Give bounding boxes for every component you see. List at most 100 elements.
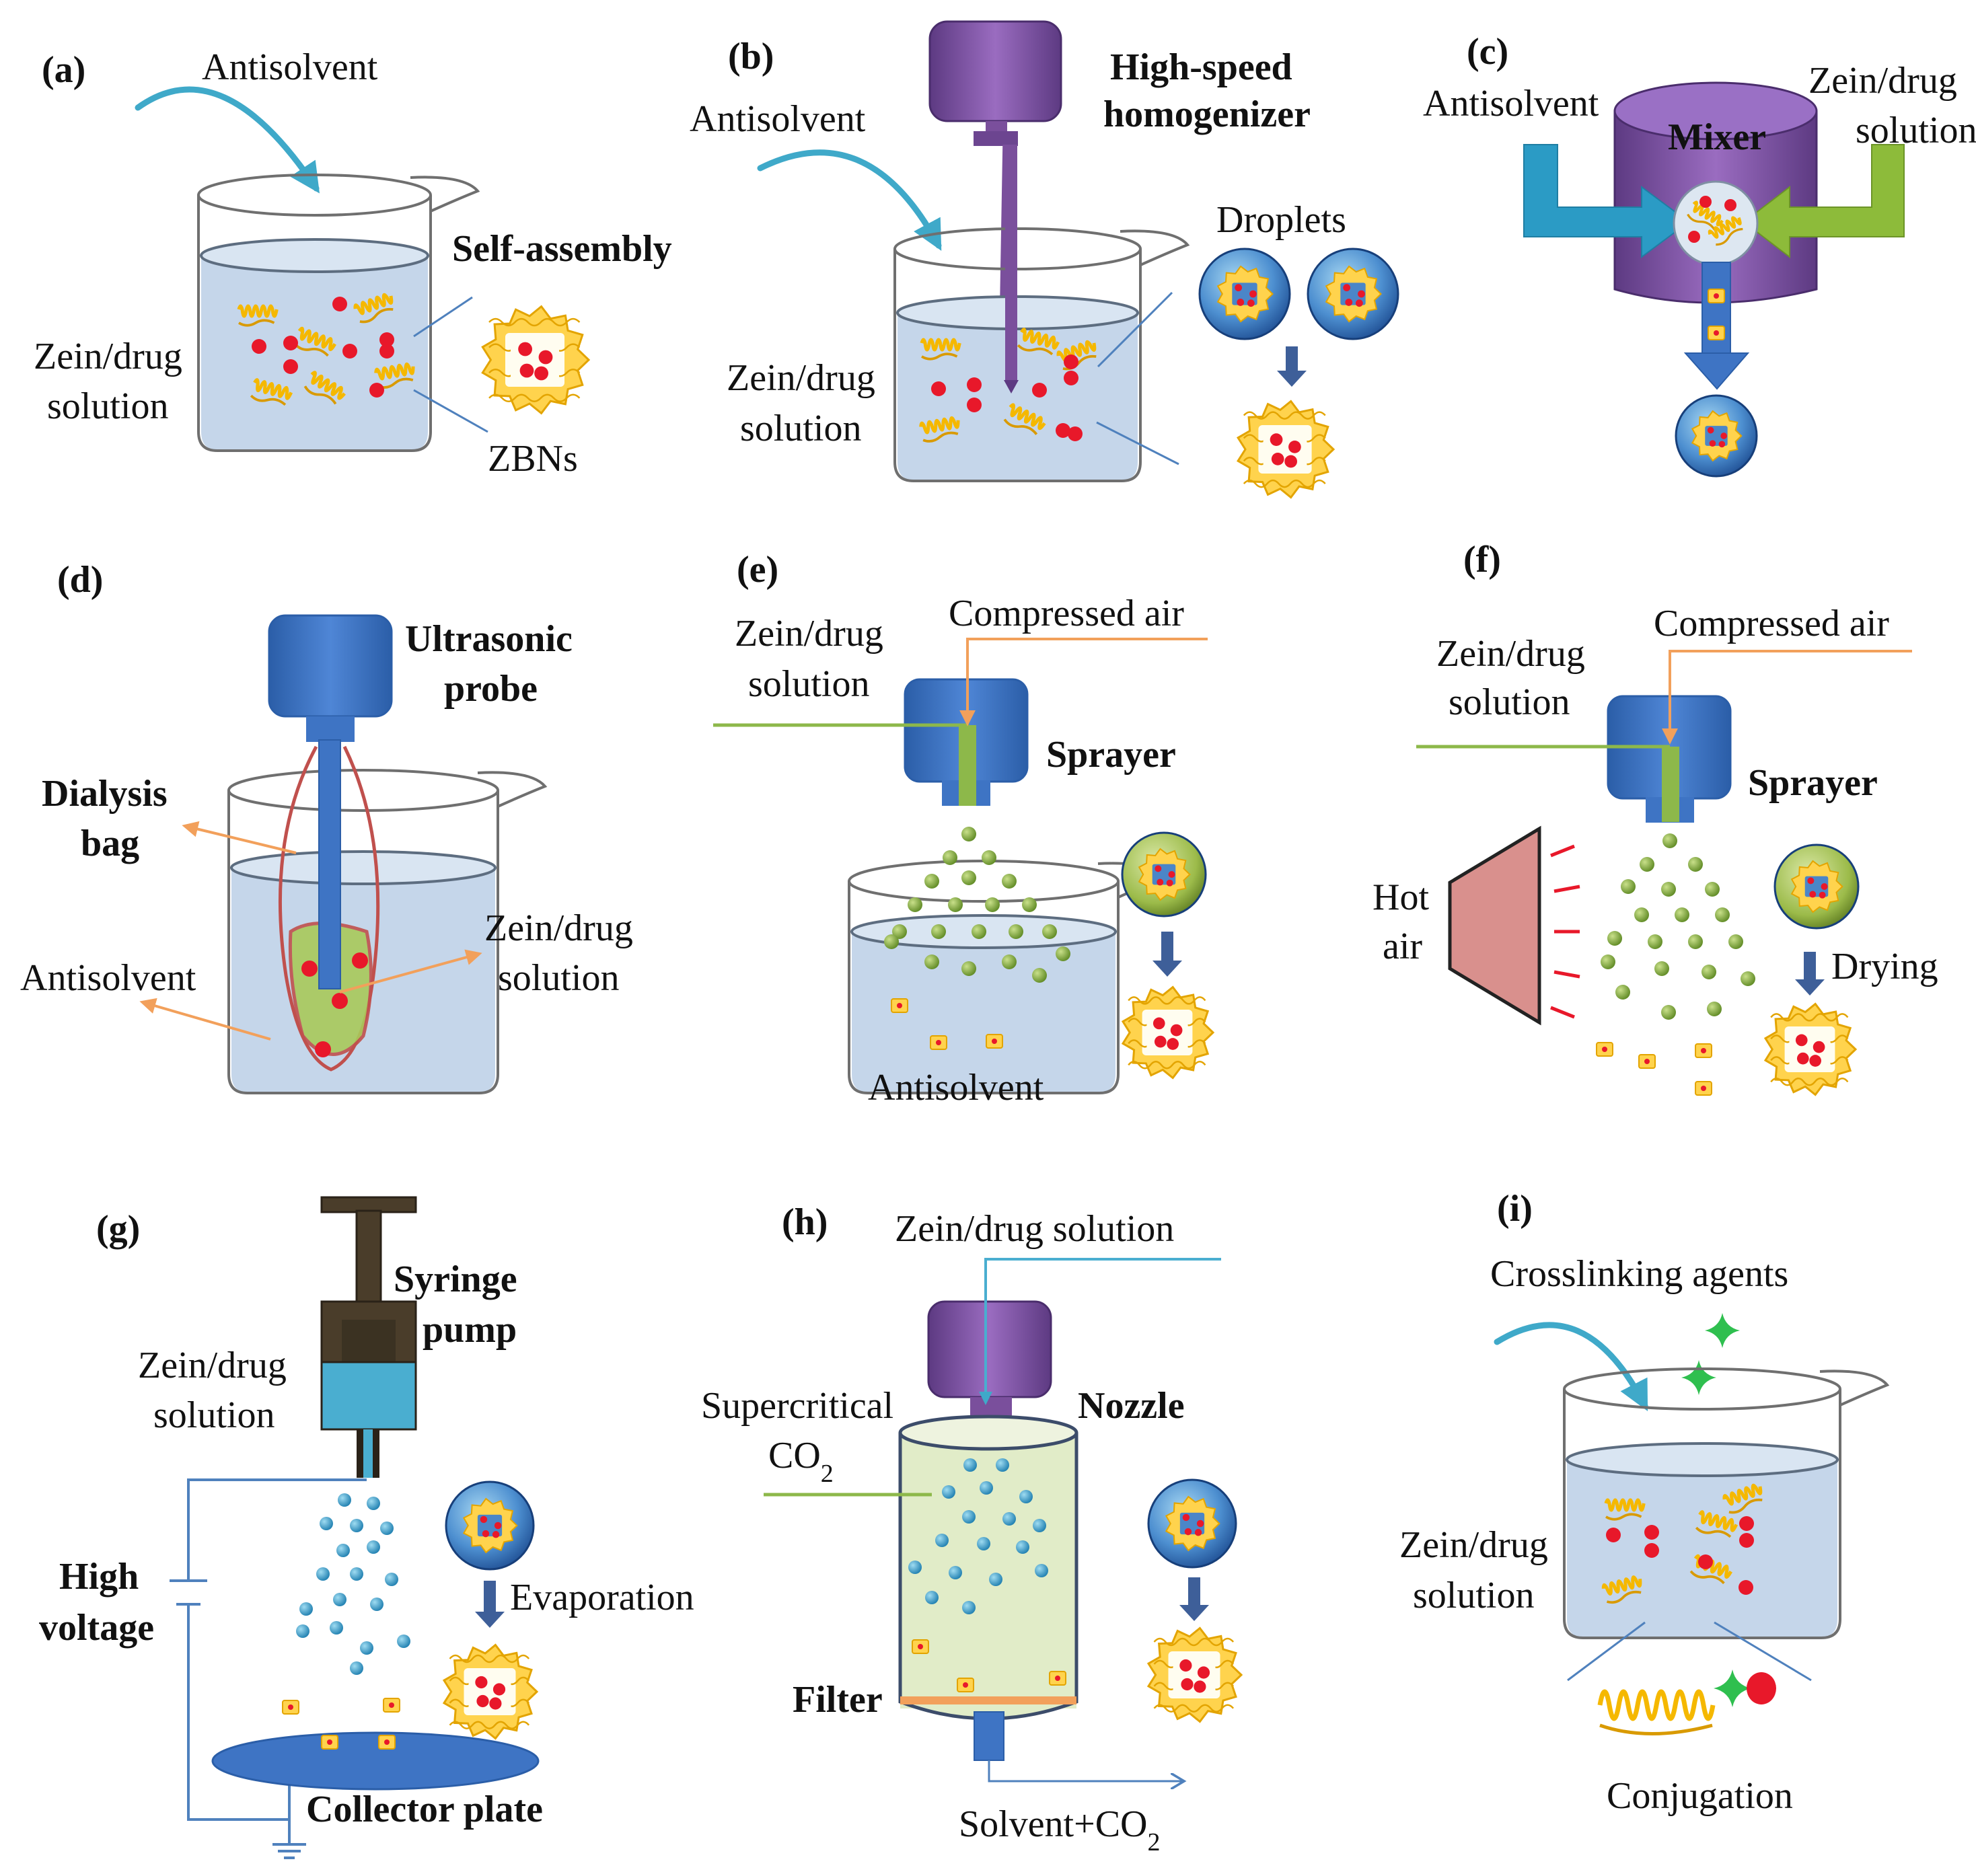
- label-zein-drug-solution: Zein/drug solution: [895, 1208, 1174, 1250]
- label-high: High: [59, 1556, 139, 1598]
- beaker-wall: [227, 790, 499, 1094]
- label-main: Solvent+CO: [959, 1803, 1148, 1845]
- electrospray-droplet: [350, 1661, 363, 1675]
- panel-label-d: (d): [57, 559, 103, 601]
- drug-dot: [1166, 879, 1173, 887]
- leader-line: [1097, 291, 1173, 368]
- drug-dot: [1249, 290, 1257, 298]
- droplet: [1147, 1478, 1237, 1569]
- drug-dot: [494, 1522, 502, 1530]
- drug-dot: [480, 1515, 488, 1524]
- small-particle: [1695, 1081, 1712, 1096]
- drug-dot: [1809, 891, 1817, 898]
- spray-droplet: [1741, 971, 1755, 986]
- electrospray-droplet: [336, 1544, 350, 1557]
- drug-dot: [1807, 877, 1815, 885]
- electrospray-droplet: [296, 1624, 309, 1638]
- leader-arrow-zein: [339, 949, 482, 993]
- zein-strand: [1601, 1575, 1642, 1596]
- arrow-shaft: [484, 1581, 496, 1613]
- panel-label-i: (i): [1497, 1188, 1533, 1230]
- small-particle: [378, 1735, 396, 1750]
- label-antisolvent: Antisolvent: [690, 98, 866, 140]
- label-dialysis: Dialysis: [42, 773, 168, 815]
- label-zein-drug: Zein/drug: [138, 1345, 287, 1386]
- crosslinker-star: [1705, 1313, 1740, 1348]
- spray-droplet: [1648, 934, 1662, 949]
- drug-dot: [1284, 455, 1297, 468]
- drug-dot: [475, 1676, 488, 1689]
- small-particle: [383, 1698, 400, 1713]
- label-solution: solution: [748, 663, 869, 705]
- droplet: [1773, 843, 1860, 930]
- drug-dot: [1196, 1519, 1204, 1528]
- label-solution: solution: [47, 385, 168, 427]
- electrospray-droplet: [299, 1602, 313, 1616]
- label-solution: solution: [1449, 681, 1570, 723]
- panel-label-b: (b): [728, 36, 774, 77]
- drug-dot: [1152, 1017, 1165, 1030]
- zein-molecule: [237, 304, 279, 327]
- precipitation-droplet: [1002, 1512, 1016, 1526]
- spray-droplet: [1022, 897, 1037, 912]
- liquid-surface: [896, 295, 1139, 330]
- label-supercritical: Supercritical: [701, 1385, 893, 1427]
- vessel-top: [898, 1415, 1078, 1451]
- spray-droplet: [1662, 833, 1677, 848]
- drug-dot: [1739, 1580, 1753, 1595]
- zein-strand: [303, 385, 337, 405]
- collector-plate: [211, 1731, 540, 1791]
- ultrasonic-probe-head: [268, 614, 393, 718]
- drug-dot: [1068, 426, 1083, 441]
- label-antisolvent: Antisolvent: [20, 957, 196, 999]
- drug-dot: [1358, 290, 1365, 298]
- leader-line: [413, 296, 473, 338]
- drug-dot: [1714, 293, 1719, 299]
- droplet: [1121, 831, 1207, 917]
- vessel-outlet: [974, 1711, 1004, 1761]
- beaker-liquid: [852, 932, 1115, 1093]
- drug-dot: [1288, 441, 1301, 453]
- electrospray-droplet: [330, 1621, 343, 1635]
- beaker-rim: [197, 174, 432, 217]
- drug-dot: [283, 336, 298, 350]
- beaker-b: [893, 227, 1190, 482]
- electrospray-droplet: [350, 1567, 363, 1581]
- drug-dot: [369, 383, 384, 398]
- mixing-chamber: [1673, 180, 1759, 266]
- spray-droplet: [1707, 1002, 1722, 1016]
- drug-dot: [1739, 1533, 1754, 1548]
- liquid-surface: [200, 238, 429, 273]
- arrow-droplet-to-particle: [475, 1581, 505, 1628]
- nanoparticle-strand: [1128, 996, 1206, 1005]
- label-zbns: ZBNs: [488, 438, 578, 480]
- hot-air-blower: [1448, 825, 1541, 1026]
- spray-droplet: [1032, 968, 1047, 983]
- label-zein-drug: Zein/drug: [735, 613, 883, 654]
- drug-dot: [931, 381, 946, 396]
- label-main: CO: [768, 1435, 821, 1476]
- circuit-wire: [187, 1478, 367, 1581]
- drug-dot: [1718, 441, 1726, 448]
- drug-dot: [1270, 433, 1283, 446]
- spray-droplet: [1042, 924, 1057, 939]
- homogenizer-head: [928, 20, 1062, 122]
- drug-dot: [992, 1039, 997, 1044]
- zein-molecule: [919, 416, 960, 443]
- label-antisolvent: Antisolvent: [1423, 83, 1599, 124]
- droplet: [445, 1480, 535, 1571]
- label-antisolvent: Antisolvent: [202, 46, 378, 88]
- homogenizer-tip: [1004, 380, 1019, 393]
- mixer-top: [1613, 81, 1818, 141]
- drug-dot: [342, 344, 357, 359]
- drug-dot: [538, 350, 553, 365]
- panel-label-g: (g): [96, 1208, 140, 1250]
- panel-label-e: (e): [737, 549, 778, 591]
- conjugated-zein: [1597, 1689, 1716, 1735]
- drug-dot: [1809, 1055, 1821, 1067]
- small-particle: [321, 1735, 338, 1750]
- precipitation-droplet: [980, 1481, 993, 1495]
- drug-dot: [967, 398, 982, 412]
- hot-air-ray: [1550, 1006, 1575, 1019]
- drug-dot: [518, 342, 532, 357]
